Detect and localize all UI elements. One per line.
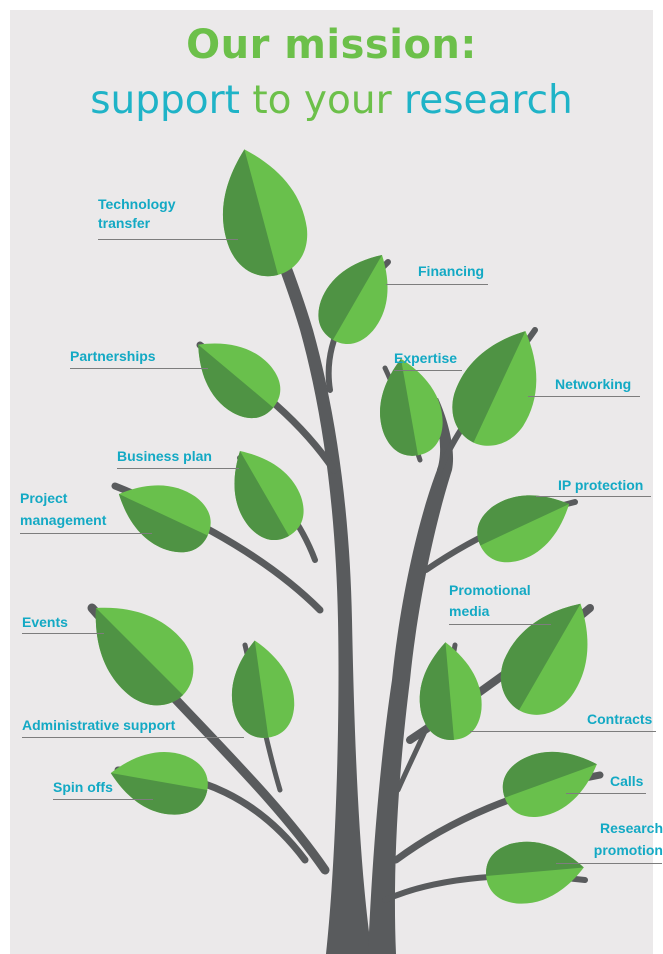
label-technology-transfer-line1: Technology bbox=[98, 196, 176, 212]
label-administrative-support: Administrative support bbox=[22, 717, 176, 733]
label-research-promotion-line1: Research bbox=[599, 820, 663, 836]
underline-calls bbox=[566, 793, 646, 794]
title-word-research: research bbox=[404, 78, 573, 123]
leaf-networking bbox=[452, 331, 537, 446]
leaf-technology-transfer bbox=[222, 149, 308, 277]
label-business-plan: Business plan bbox=[117, 448, 212, 464]
leaf-research-promotion bbox=[486, 841, 584, 904]
title-word-to-your: to your bbox=[252, 78, 392, 123]
leaf-financing bbox=[318, 254, 388, 345]
leaf-events bbox=[95, 607, 194, 706]
label-events: Events bbox=[22, 614, 68, 630]
leaf-spin-offs bbox=[110, 752, 208, 815]
leaf-calls bbox=[502, 751, 597, 817]
underline-technology-transfer bbox=[98, 239, 238, 240]
leaf-business-plan bbox=[234, 450, 304, 541]
title-line-1: Our mission: bbox=[186, 22, 477, 68]
label-spin-offs: Spin offs bbox=[53, 779, 113, 795]
label-financing: Financing bbox=[418, 263, 485, 279]
tree-trunk bbox=[240, 170, 454, 954]
title-line-2: support to your research bbox=[0, 78, 663, 123]
label-networking: Networking bbox=[555, 376, 632, 392]
underline-networking bbox=[528, 396, 640, 397]
underline-events bbox=[22, 633, 104, 634]
leaf-promotional-media bbox=[500, 603, 588, 715]
title-word-support: support bbox=[90, 78, 240, 123]
leaf-expertise bbox=[380, 358, 443, 456]
underline-research-promotion bbox=[556, 863, 662, 864]
underline-promotional-media bbox=[449, 624, 551, 625]
leaf-administrative-support bbox=[231, 640, 295, 738]
underline-project-management bbox=[20, 533, 152, 534]
label-ip-protection: IP protection bbox=[558, 477, 644, 493]
trunk-right bbox=[368, 398, 454, 954]
underline-spin-offs bbox=[53, 799, 153, 800]
leaf-partnerships bbox=[198, 343, 281, 419]
tree-leaves bbox=[95, 149, 597, 904]
underline-administrative-support bbox=[22, 737, 244, 738]
label-project-management-line1: Project bbox=[20, 490, 68, 506]
leaf-ip-protection bbox=[477, 495, 570, 563]
label-promotional-media-line2: media bbox=[449, 603, 490, 619]
leaf-contracts bbox=[419, 642, 482, 740]
trunk-main bbox=[240, 170, 372, 954]
underline-financing bbox=[386, 284, 488, 285]
underline-ip-protection bbox=[536, 496, 651, 497]
leaf-project-management bbox=[118, 485, 211, 553]
underline-business-plan bbox=[117, 468, 239, 469]
label-calls: Calls bbox=[610, 773, 644, 789]
label-technology-transfer-line2: transfer bbox=[98, 215, 151, 231]
label-promotional-media-line1: Promotional bbox=[449, 582, 531, 598]
underline-expertise bbox=[394, 370, 462, 371]
label-partnerships: Partnerships bbox=[70, 348, 156, 364]
label-project-management-line2: management bbox=[20, 512, 107, 528]
underline-contracts bbox=[470, 731, 656, 732]
label-contracts: Contracts bbox=[587, 711, 653, 727]
label-research-promotion-line2: promotion bbox=[593, 842, 663, 858]
label-expertise: Expertise bbox=[394, 350, 458, 366]
underline-partnerships bbox=[70, 368, 208, 369]
